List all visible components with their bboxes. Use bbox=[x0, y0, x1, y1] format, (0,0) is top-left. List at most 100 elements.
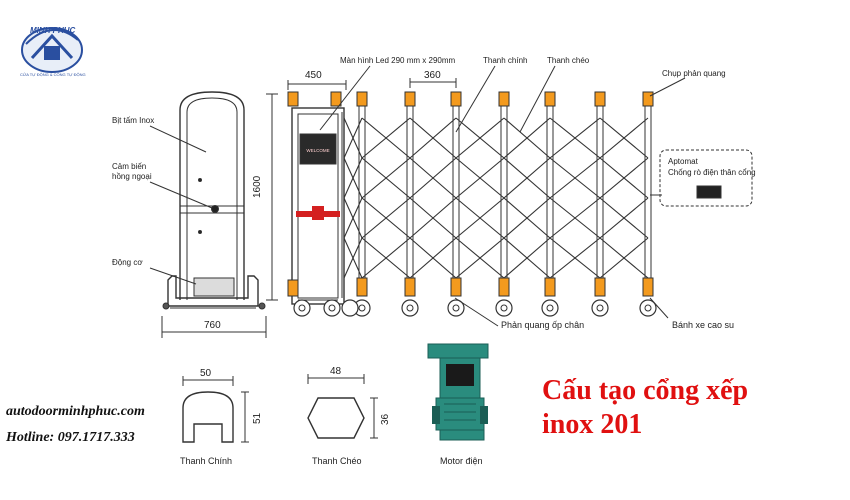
aptomat-callout bbox=[659, 149, 753, 207]
cross-bar bbox=[409, 157, 457, 199]
label-reflector-cap: Chụp phản quang bbox=[662, 69, 726, 78]
cross-bar bbox=[361, 237, 411, 279]
title-line-2: inox 201 bbox=[542, 409, 643, 440]
gate-wheel bbox=[541, 299, 559, 317]
cross-bar bbox=[409, 197, 457, 239]
gate-wheel bbox=[591, 299, 609, 317]
gate-post bbox=[500, 105, 508, 293]
reflector-cap bbox=[642, 91, 654, 107]
dim-base-width: 760 bbox=[204, 320, 221, 331]
reflector-cap bbox=[404, 91, 416, 107]
title-line-1: Cấu tạo cổng xếp bbox=[542, 375, 749, 406]
wheel-hub bbox=[358, 304, 366, 312]
foot-reflector bbox=[450, 277, 462, 297]
wheel-hub bbox=[406, 304, 414, 312]
caption-motor: Motor điện bbox=[440, 456, 483, 466]
reflector-cap bbox=[356, 91, 368, 107]
dim-height: 1600 bbox=[252, 175, 263, 198]
cross-bar bbox=[503, 237, 551, 279]
foot-reflector bbox=[498, 277, 510, 297]
foot-reflector bbox=[404, 277, 416, 297]
cross-bar bbox=[343, 237, 363, 279]
cross-bar bbox=[599, 157, 649, 199]
scissor-bars bbox=[343, 117, 649, 279]
wheel-hub bbox=[644, 304, 652, 312]
cross-bar bbox=[361, 117, 411, 159]
label-led-screen: Màn hình Led 290 mm x 290mm bbox=[340, 56, 456, 65]
wheel-hub bbox=[546, 304, 554, 312]
dim-main-bar-width: 50 bbox=[200, 368, 212, 379]
cross-bar bbox=[503, 117, 551, 159]
reflector-cap bbox=[594, 91, 606, 107]
wheel-hub bbox=[500, 304, 508, 312]
cross-bar bbox=[343, 157, 363, 199]
cross-bar-profile bbox=[307, 374, 378, 439]
cross-bar bbox=[455, 117, 505, 159]
gate-post bbox=[406, 105, 414, 293]
cross-bar bbox=[549, 157, 601, 199]
cross-bar bbox=[361, 197, 411, 239]
gate-front-view: WELCOME bbox=[287, 78, 457, 317]
dim-cross-bar-width: 48 bbox=[330, 366, 342, 377]
cross-bar bbox=[549, 237, 601, 279]
main-bar-profile bbox=[182, 376, 249, 443]
cross-bar bbox=[455, 197, 505, 239]
cross-bar bbox=[503, 157, 551, 199]
gate-post bbox=[452, 105, 460, 293]
label-foot-reflector: Phản quang ốp chân bbox=[501, 320, 585, 330]
foot-reflector bbox=[642, 277, 654, 297]
reflector-cap bbox=[498, 91, 510, 107]
caption-main-bar: Thanh Chính bbox=[180, 456, 233, 466]
label-rubber-wheel: Bánh xe cao su bbox=[672, 320, 735, 330]
gate-wheel bbox=[401, 299, 419, 317]
caption-cross-bar: Thanh Chéo bbox=[312, 456, 362, 466]
label-inox-cover: Bịt tấm Inox bbox=[112, 116, 155, 125]
label-sensor-2: hồng ngoại bbox=[112, 172, 152, 181]
dim-main-bar-height: 51 bbox=[252, 412, 263, 424]
cross-bar bbox=[599, 117, 649, 159]
reflector-cap bbox=[544, 91, 556, 107]
dim-cross-bar-height: 36 bbox=[380, 413, 391, 425]
cross-bar bbox=[549, 117, 601, 159]
cross-bar bbox=[599, 197, 649, 239]
led-screen bbox=[299, 133, 337, 165]
dim-pitch: 360 bbox=[424, 70, 441, 81]
logo-brand: MINH PHUC bbox=[30, 26, 76, 35]
dim-panel-width: 450 bbox=[305, 70, 322, 81]
gate-wheel bbox=[341, 299, 359, 317]
contact-website: autodoorminhphuc.com bbox=[6, 404, 145, 419]
label-sensor-1: Cảm biến bbox=[112, 162, 147, 171]
cross-bar bbox=[343, 117, 363, 159]
foot-reflector bbox=[356, 277, 368, 297]
wheel-hub bbox=[452, 304, 460, 312]
contact-hotline: Hotline: 097.1717.333 bbox=[6, 430, 135, 445]
brand-logo bbox=[21, 27, 83, 73]
cross-bar bbox=[455, 237, 505, 279]
label-motor: Động cơ bbox=[112, 258, 143, 267]
welcome-text: WELCOME bbox=[306, 148, 329, 153]
motor-post-side-view bbox=[149, 91, 278, 338]
cross-bar bbox=[503, 197, 551, 239]
gate-wheel bbox=[639, 299, 657, 317]
cross-bar bbox=[549, 197, 601, 239]
cross-bar bbox=[343, 197, 363, 239]
cross-bar bbox=[409, 117, 457, 159]
cross-bar bbox=[409, 237, 457, 279]
electric-motor bbox=[427, 343, 489, 441]
gate-post bbox=[644, 105, 652, 293]
label-aptomat-2: Chống rò điện thân cổng bbox=[668, 168, 756, 177]
gate-wheel bbox=[447, 299, 465, 317]
label-main-bar: Thanh chính bbox=[483, 56, 528, 65]
reflector-cap bbox=[450, 91, 462, 107]
gate-wheel bbox=[495, 299, 513, 317]
logo-tagline: CỬA TỰ ĐỘNG & CỔNG TỰ ĐỘNG bbox=[20, 72, 86, 77]
vertical-posts bbox=[341, 91, 657, 317]
wheel-hub bbox=[596, 304, 604, 312]
cross-bar bbox=[455, 157, 505, 199]
label-cross-bar: Thanh chéo bbox=[547, 56, 590, 65]
foot-reflector bbox=[544, 277, 556, 297]
cross-bar bbox=[361, 157, 411, 199]
foot-reflector bbox=[594, 277, 606, 297]
cross-bar bbox=[599, 237, 649, 279]
